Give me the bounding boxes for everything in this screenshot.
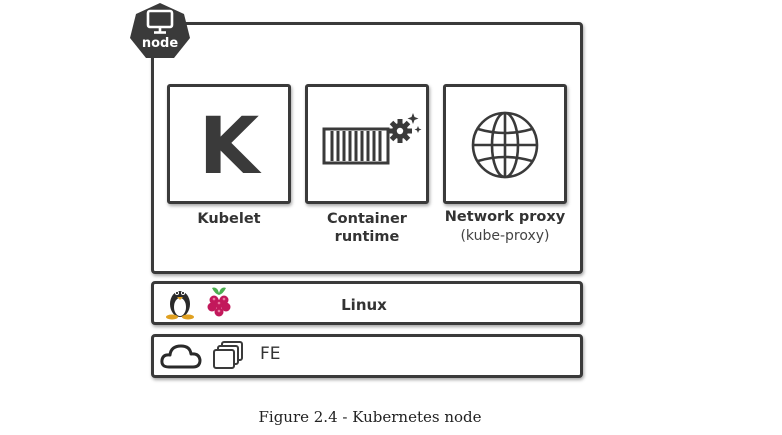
container-runtime-label-line2: runtime bbox=[334, 229, 400, 245]
raspberry-pi-icon bbox=[207, 287, 231, 317]
container-runtime-box bbox=[305, 84, 429, 204]
monitor-icon bbox=[146, 9, 174, 34]
container-runtime-label: Container runtime bbox=[305, 210, 429, 246]
node-badge bbox=[130, 3, 190, 58]
network-proxy-label: Network proxy bbox=[444, 209, 566, 225]
virtual-machines-icon bbox=[213, 341, 243, 369]
container-runtime-label-line1: Container bbox=[327, 211, 407, 227]
globe-icon bbox=[471, 111, 539, 179]
sparkle-icon bbox=[407, 113, 422, 133]
container-runtime-icon bbox=[322, 113, 422, 165]
os-layer-label: Linux bbox=[341, 296, 387, 314]
gear-icon bbox=[388, 119, 412, 143]
kubelet-box: K bbox=[167, 84, 291, 204]
kubelet-glyph: K bbox=[199, 102, 262, 192]
network-proxy-box bbox=[443, 84, 567, 204]
kubelet-k-icon: K bbox=[199, 102, 262, 192]
node-badge-label: node bbox=[141, 36, 179, 51]
tux-penguin-icon bbox=[166, 291, 194, 320]
kubelet-label: Kubelet bbox=[197, 211, 261, 227]
infrastructure-layer-label: FE bbox=[260, 344, 281, 364]
network-proxy-sublabel: (kube-proxy) bbox=[460, 228, 550, 244]
container-icon bbox=[322, 127, 390, 165]
cloud-icon bbox=[160, 344, 202, 369]
figure-caption: Figure 2.4 - Kubernetes node bbox=[258, 408, 482, 426]
